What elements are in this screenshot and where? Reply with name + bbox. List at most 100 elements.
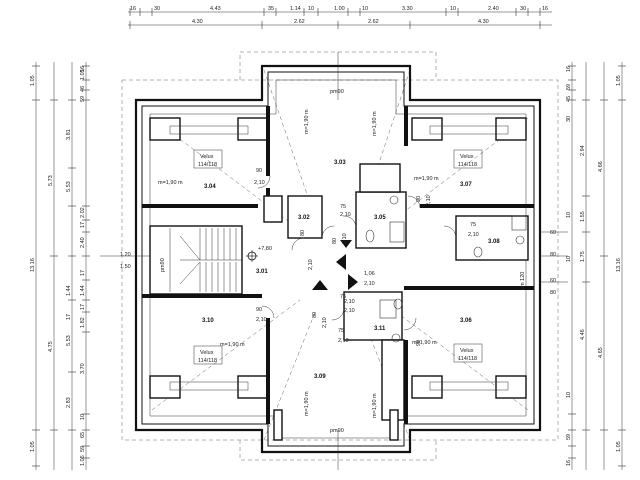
dim-right-small-3: 45 [566,96,572,102]
dim-right-outer-3: 1.05 [616,441,622,452]
dim-top-8: 10 [362,6,368,12]
dim-right-row2-7: 60 [550,278,556,284]
dim-left-outer-3: 1.05 [30,441,36,452]
dim-top-row2-4: 4.30 [478,19,489,25]
dim-top-4: 35 [268,6,274,12]
dim-right-row2-3: 1.75 [580,251,586,262]
dim-top-7: 1.00 [334,6,345,12]
dim-left-outer-2: 13.16 [30,258,36,272]
dim-left-small-11: 17 [80,304,86,310]
arrow-up-icon [340,240,352,248]
headroom-b: m=1,90 m [304,109,310,134]
door-12-width: 80 [312,312,318,318]
dim-left-small-1: 1.05 [80,69,86,80]
velux-a-1: Velux [200,154,214,160]
dim-left-row2-6: 2.83 [66,397,72,408]
dim-right-outer-1: 1.05 [616,75,622,86]
door-8-height: 2,10 [468,232,479,238]
dim-top-3: 4.43 [210,6,221,12]
door-9-width: 80 [300,230,306,236]
dim-top-1: 16 [130,6,136,12]
room-3-05: 3.05 [374,215,386,221]
dim-left-small-3: 59 [80,96,86,102]
room-3-08: 3.08 [488,239,500,245]
pm90-top: pm90 [330,89,344,95]
dim-right-row2-2: 1.55 [580,211,586,222]
pm90-bottom: pm90 [330,428,344,434]
dim-top-11: 2.40 [488,6,499,12]
dim-right-small-4: 30 [566,116,572,122]
door-5-width: 90 [256,307,262,313]
door-4-height: 2,10 [364,281,375,287]
dim-left-row2-1: 3.81 [66,129,72,140]
dim-left-small-4: 16 [80,66,86,72]
dim-top-12: 30 [520,6,526,12]
dim-left-row2-2: 5.53 [66,181,72,192]
dim-right-row2-8: 80 [550,290,556,296]
pm90-left: pm90 [160,258,166,272]
door-12-height: 2,10 [322,317,328,328]
dim-right-mid-2: 4.65 [598,347,604,358]
room-3-07: 3.07 [460,182,472,188]
dim-left-mid-1: 5.73 [48,175,54,186]
door-1-height: 2,10 [254,180,265,186]
dim-left-row2-3: 1.20 [120,252,131,258]
velux-d-1: Velux [460,348,474,354]
room-3-11: 3.11 [374,326,386,332]
dim-top-9: 3.30 [402,6,413,12]
dim-top-2: 30 [154,6,160,12]
top-dimensions: 16 30 4.43 35 1.14 10 1.00 10 3.30 10 2.… [128,6,552,29]
dim-top-10: 10 [450,6,456,12]
room-3-04: 3.04 [204,184,216,190]
door-7-height: 2,10 [426,195,432,206]
dim-right-small-8: 59 [566,434,572,440]
arrow-down-icon [312,280,328,290]
dim-left-small-2: 46 [80,86,86,92]
entry-arrows [312,240,358,290]
dim-top-6: 10 [308,6,314,12]
dim-left-small-18: 1.05 [80,455,86,466]
door-2-height: 2,10 [340,212,351,218]
dim-right-small-1: 16 [566,66,572,72]
left-dimensions: 1.05 13.16 1.05 5.73 4.75 3.81 5.53 1.20… [30,62,131,470]
door-5-height: 2,10 [256,317,267,323]
dim-top-13: 16 [542,6,548,12]
dim-left-small-5: 2.02 [80,207,86,218]
room-3-01: 3.01 [256,269,268,275]
staircase [169,228,258,292]
dim-right-row2-6: 80 [550,252,556,258]
room-labels: 3.01 3.02 3.03 3.04 3.05 3.06 3.07 3.08 … [202,160,500,380]
room-3-03: 3.03 [334,160,346,166]
dim-left-small-8: 17 [80,270,86,276]
dim-left-small-15: 10 [80,414,86,420]
sanitary-fixtures [365,195,527,343]
dim-left-row2-5: 5.53 [66,335,72,346]
dim-left-mid-2: 4.75 [48,341,54,352]
dim-left-row2-4: 1.50 [120,264,131,270]
door-1-width: 90 [256,168,262,174]
headroom-a: m=1,90 m [158,180,183,186]
dim-left-small-7: 2.40 [80,237,86,248]
dim-top-row2-2: 2.62 [294,19,305,25]
door-6-width: 75 [338,328,344,334]
door-10-width: 90 [416,340,422,346]
room-3-02: 3.02 [298,215,310,221]
dim-right-small-2: 59 [566,84,572,90]
door-11-height: 2,10 [344,308,355,314]
door-swings [257,175,457,331]
room-3-10: 3.10 [202,318,214,324]
dim-right-small-6: 10 [566,256,572,262]
room-3-09: 3.09 [314,374,326,380]
headroom-d: m=1,90 m [414,176,439,182]
door-2-width: 75 [340,204,346,210]
room-3-06: 3.06 [460,318,472,324]
dim-right-row2-1: 2.94 [580,145,586,156]
dim-left-small-10: 1.44 [66,285,72,296]
door-10-height: 2,10 [344,299,355,305]
arrow-right-icon [348,274,358,290]
headroom-g: m=1,90 m [372,393,378,418]
door-6-height: 2,10 [338,338,349,344]
door-8-width: 75 [470,222,476,228]
door-3-height: 2,10 [342,233,348,244]
